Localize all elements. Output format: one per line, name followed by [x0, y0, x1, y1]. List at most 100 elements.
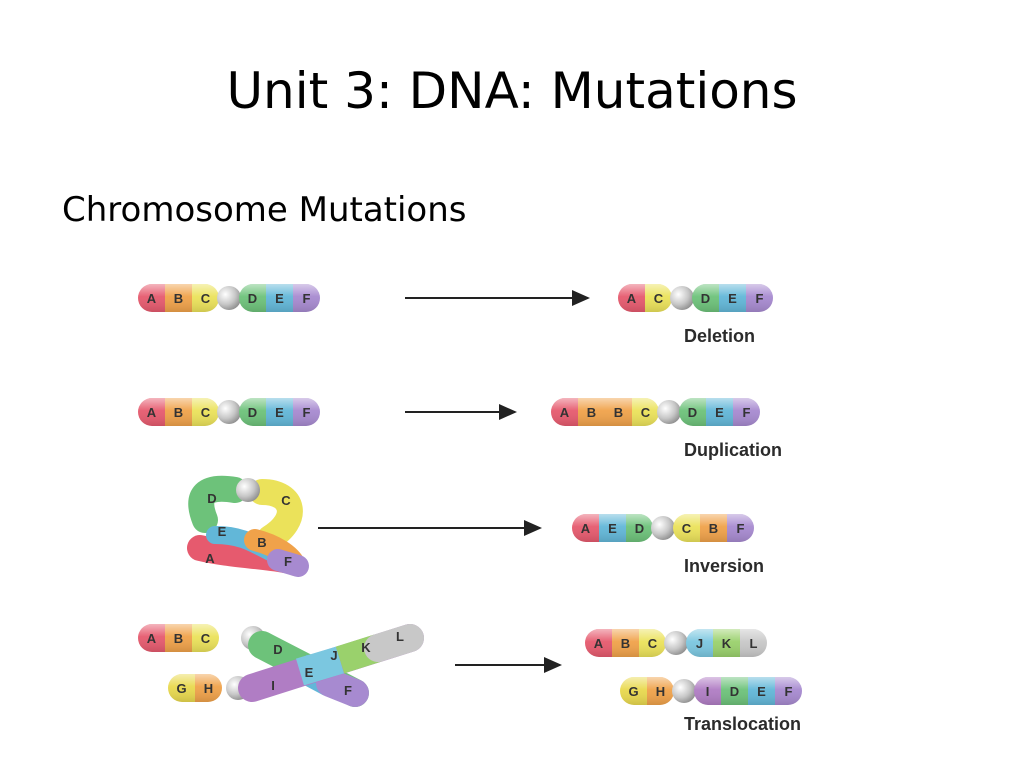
- gene-label: C: [654, 291, 664, 306]
- gene-label: A: [594, 636, 604, 651]
- gene-label: C: [641, 405, 651, 420]
- gene-label: D: [730, 684, 739, 699]
- inversion-looped-chromosome: A B C D E F: [187, 475, 309, 577]
- gene-label: A: [560, 405, 570, 420]
- gene-label: A: [147, 631, 157, 646]
- chromosome-arm-right: D E F: [239, 284, 320, 312]
- gene-label: D: [248, 405, 257, 420]
- chromosome-arm-right: J K L: [686, 629, 767, 657]
- gene-label: F: [344, 683, 352, 698]
- centromere: [670, 286, 694, 310]
- gene-label: E: [728, 291, 737, 306]
- gene-label: D: [688, 405, 697, 420]
- gene-label: G: [628, 684, 638, 699]
- gene-label: A: [147, 405, 157, 420]
- gene-label: D: [273, 642, 282, 657]
- gene-label: B: [174, 291, 183, 306]
- gene-label: D: [207, 491, 216, 506]
- gene-label: D: [635, 521, 644, 536]
- gene-label: F: [303, 405, 311, 420]
- gene-label: L: [396, 629, 404, 644]
- translocation-caption: Translocation: [684, 714, 801, 734]
- centromere: [217, 400, 241, 424]
- gene-label: B: [709, 521, 718, 536]
- chromosome-arm-right: D E F: [239, 398, 320, 426]
- gene-label: E: [757, 684, 766, 699]
- gene-label: E: [218, 524, 227, 539]
- gene-label: F: [756, 291, 764, 306]
- gene-label: E: [305, 665, 314, 680]
- gene-label: A: [205, 551, 215, 566]
- centromere: [236, 478, 260, 502]
- slide-title: Unit 3: DNA: Mutations: [226, 62, 798, 120]
- gene-label: A: [627, 291, 637, 306]
- slide-subtitle: Chromosome Mutations: [62, 190, 467, 230]
- gene-label: B: [614, 405, 623, 420]
- gene-label: C: [201, 405, 211, 420]
- deletion-caption: Deletion: [684, 326, 755, 346]
- gene-label: F: [785, 684, 793, 699]
- gene-label: B: [587, 405, 596, 420]
- gene-label: I: [271, 678, 275, 693]
- gene-label: F: [737, 521, 745, 536]
- gene-label: B: [257, 535, 266, 550]
- gene-label: G: [176, 681, 186, 696]
- gene-label: A: [147, 291, 157, 306]
- gene-label: H: [656, 684, 665, 699]
- gene-label: I: [706, 684, 710, 699]
- gene-label: K: [722, 636, 732, 651]
- gene-label: B: [174, 405, 183, 420]
- gene-label: H: [204, 681, 213, 696]
- centromere: [672, 679, 696, 703]
- gene-label: F: [743, 405, 751, 420]
- duplication-caption: Duplication: [684, 440, 782, 460]
- inversion-caption: Inversion: [684, 556, 764, 576]
- chromosome-arm-right: D E F: [679, 398, 760, 426]
- gene-label: C: [682, 521, 692, 536]
- duplication-original-chromosome: A B C D E F: [138, 398, 320, 426]
- chromosome-arm-left: A B C: [138, 624, 219, 652]
- chromosome-arm-left: A B C: [138, 284, 219, 312]
- gene-label: C: [281, 493, 291, 508]
- gene-label: F: [303, 291, 311, 306]
- gene-label: D: [248, 291, 257, 306]
- gene-label: J: [330, 648, 337, 663]
- chromosome-arm-left: A B C: [138, 398, 219, 426]
- chromosome-arm-left: A B C: [585, 629, 666, 657]
- gene-label: B: [621, 636, 630, 651]
- gene-label: A: [581, 521, 591, 536]
- centromere: [217, 286, 241, 310]
- gene-label: E: [275, 405, 284, 420]
- gene-label: C: [201, 291, 211, 306]
- centromere: [651, 516, 675, 540]
- gene-label: J: [696, 636, 703, 651]
- gene-label: E: [275, 291, 284, 306]
- gene-label: E: [715, 405, 724, 420]
- gene-label: B: [174, 631, 183, 646]
- gene-label: E: [608, 521, 617, 536]
- gene-label: K: [361, 640, 371, 655]
- gene-label: C: [648, 636, 658, 651]
- centromere: [664, 631, 688, 655]
- centromere: [657, 400, 681, 424]
- gene-label: F: [284, 554, 292, 569]
- deletion-original-chromosome: A B C D E F: [138, 284, 320, 312]
- chromosome-arm-right: D E F: [692, 284, 773, 312]
- gene-label: C: [201, 631, 211, 646]
- gene-label: D: [701, 291, 710, 306]
- gene-label: L: [750, 636, 758, 651]
